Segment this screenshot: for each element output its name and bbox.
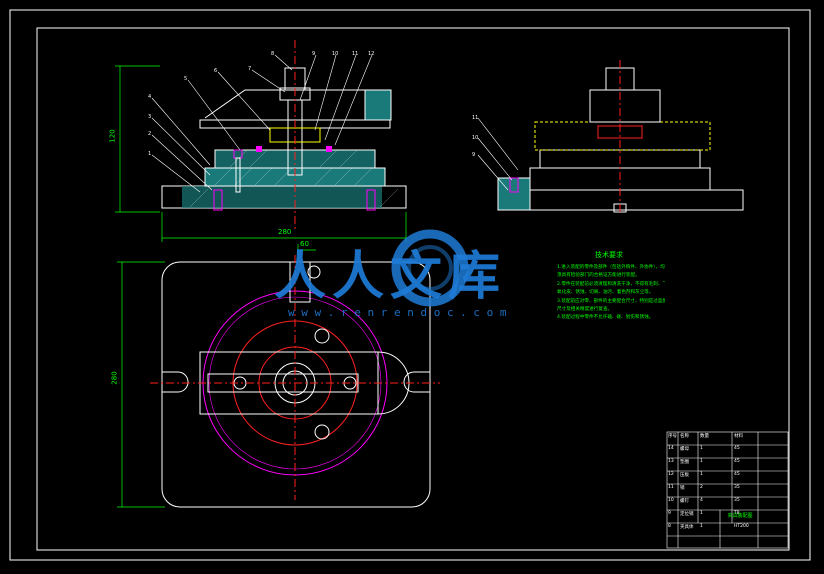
title-block-cell: 45	[734, 446, 740, 451]
balloon-label: 10	[472, 135, 479, 141]
dim-plan-top: 60	[300, 240, 309, 248]
title-block-cell: 名称	[680, 434, 689, 439]
title-block-cell: 13	[668, 459, 674, 464]
balloon-label: 7	[248, 66, 252, 72]
title-block	[666, 431, 789, 549]
balloon-label: 4	[148, 94, 152, 100]
title-block-cell: 螺钉	[680, 499, 689, 504]
title-block-cell: 螺母	[680, 447, 689, 452]
plan-screw-bottom	[314, 424, 330, 440]
title-block-cell: 数量	[700, 434, 709, 439]
balloon-label: 2	[148, 131, 152, 137]
title-block-cell: 14	[668, 446, 674, 451]
title-block-cell: 1	[700, 446, 703, 451]
side-block	[364, 89, 392, 121]
title-block-cell: 12	[668, 472, 674, 477]
title-block-cell: 11	[668, 485, 674, 490]
dim-front-height: 120	[108, 129, 117, 143]
balloon-label: 6	[214, 68, 218, 74]
title-block-cell: 1	[700, 524, 703, 529]
title-block-cell: 材料	[734, 434, 743, 439]
title-block-cell: 1	[700, 511, 703, 516]
balloon-label: 8	[271, 51, 275, 57]
plan-base-outline	[161, 261, 431, 508]
dim-plan-height: 280	[110, 371, 119, 385]
balloon-label: 11	[472, 115, 479, 121]
screw-left	[213, 189, 223, 211]
title-block-cell: 序号	[668, 434, 677, 439]
title-block-cell: 4	[700, 498, 703, 503]
title-block-cell: 压板	[680, 473, 689, 478]
hatch	[189, 149, 399, 208]
title-block-cell: HT200	[734, 524, 749, 529]
title-block-cell: T8	[734, 511, 740, 516]
dims-plan	[117, 244, 316, 508]
balloon-label: 10	[332, 51, 339, 57]
side-section-left	[497, 177, 531, 211]
note-line: 1.进入装配的零件及部件（包括外购件、外协件），均	[557, 265, 665, 270]
balloon-label: 3	[148, 114, 152, 120]
plan-tab	[289, 261, 311, 303]
title-block-cell: 45	[734, 459, 740, 464]
side-screw	[509, 177, 519, 193]
plan-screw-top	[314, 328, 330, 344]
title-block-cell: 10	[668, 498, 674, 503]
plan-slot-left	[162, 371, 189, 393]
title-block-cell: 35	[734, 498, 740, 503]
leaders-front	[151, 54, 373, 193]
plan-view	[117, 244, 440, 508]
small-part-1	[256, 146, 262, 152]
balloon-label: 11	[352, 51, 359, 57]
side-clamp	[589, 89, 661, 123]
title-block-cell: 8	[668, 524, 671, 529]
plan-screw-corner	[307, 265, 321, 279]
screw-right	[366, 189, 376, 211]
title-block-cell: 2	[700, 485, 703, 490]
inner-frame	[36, 27, 790, 551]
dowel	[235, 157, 241, 193]
dim-front-width: 280	[278, 228, 292, 236]
front-section-view	[115, 40, 407, 242]
title-block-cell: 35	[734, 485, 740, 490]
note-line: 尺寸及相关精度进行复查。	[557, 307, 613, 313]
note-line: 2.零件在装配前必须清理和清洗干净，不得有毛刺、飞边、	[557, 281, 665, 287]
small-part-2	[326, 146, 332, 152]
leaders-side	[477, 117, 519, 191]
title-block-drawing-name: 夹具装配图	[727, 513, 753, 519]
title-block-cell: 夹具体	[680, 525, 694, 530]
plate-slope	[204, 89, 370, 119]
notes-title: 技术要求	[595, 251, 623, 259]
plan-slot-right	[403, 371, 430, 393]
title-block-cell: 9	[668, 511, 671, 516]
balloon-label: 5	[184, 76, 188, 82]
title-block-cell: 1	[700, 472, 703, 477]
note-line: 氧化皮、锈蚀、切屑、油污、着色剂和灰尘等。	[557, 290, 654, 296]
balloon-label: 9	[472, 152, 476, 158]
balloon-label: 9	[312, 51, 316, 57]
title-block-cell: 1	[700, 459, 703, 464]
balloon-label: 1	[148, 151, 152, 157]
notes-body: 1.进入装配的零件及部件（包括外购件、外协件），均须具有检验部门的合格证方能进行…	[557, 264, 665, 323]
note-line: 须具有检验部门的合格证方能进行装配。	[557, 273, 640, 279]
title-block-cell: 销	[680, 486, 685, 491]
outer-frame	[9, 9, 811, 561]
side-view	[477, 60, 744, 215]
balloon-label: 12	[368, 51, 375, 57]
note-line: 3.装配前应对零、部件的主要配合尺寸，特别是过盈配合	[557, 298, 665, 304]
title-block-cell: 45	[734, 472, 740, 477]
title-block-cell: 定位销	[680, 512, 694, 517]
base-section-fill	[182, 186, 382, 208]
title-block-cell: 垫圈	[680, 460, 689, 465]
note-line: 4.装配过程中零件不允许磕、碰、划伤和锈蚀。	[557, 315, 654, 321]
